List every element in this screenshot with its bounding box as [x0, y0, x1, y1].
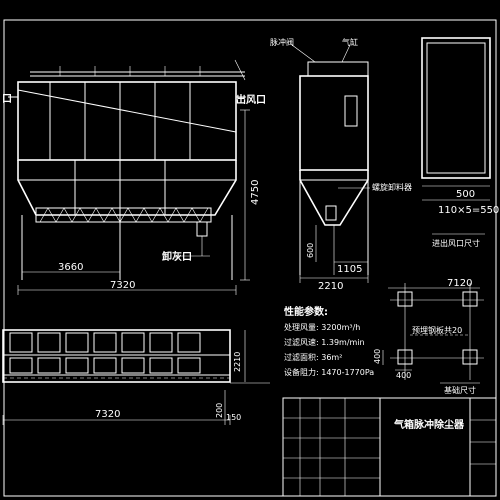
cylinder-label: 气缸: [342, 37, 358, 47]
params-heading: 性能参数:: [283, 305, 328, 318]
dim-2210-side: 2210: [318, 281, 343, 292]
pulse-valve-label: 脉冲阀: [270, 37, 294, 47]
dim-total-7320: 7320: [110, 280, 135, 291]
title-block: [282, 397, 497, 497]
dim-7120: 7120: [447, 278, 472, 289]
dim-150: 150: [226, 413, 241, 422]
drawing-title: 气箱脉冲除尘器: [393, 418, 465, 431]
dim-600: 600: [306, 243, 315, 258]
dim-1105: 1105: [337, 264, 362, 275]
dim-500: 500: [456, 189, 475, 200]
dim-height-4750: 4750: [250, 180, 261, 205]
foundation-caption: 基础尺寸: [444, 385, 476, 395]
embedded-plate-label: 预埋钢板共20: [412, 325, 462, 335]
inlet-outlet-view: [421, 37, 491, 235]
outlet-left-label: 口: [2, 94, 12, 105]
param-resistance: 设备阻力: 1470-1770Pa: [284, 367, 374, 377]
param-airflow: 处理风量: 3200m³/h: [284, 322, 360, 332]
screw-conveyor-label: 螺旋卸料器: [372, 182, 412, 192]
dim-2210-plan: 2210: [233, 352, 242, 372]
dim-7320-plan: 7320: [95, 409, 120, 420]
param-area: 过滤面积: 36m²: [284, 352, 342, 362]
plan-view: [2, 329, 270, 425]
inlet-outlet-caption: 进出风口尺寸: [432, 238, 480, 248]
dim-550-formula: 110×5=550: [438, 205, 499, 216]
front-view: [8, 59, 250, 295]
dim-200: 200: [215, 403, 224, 418]
dim-400-b: 400: [396, 371, 411, 380]
discharge-label: 卸灰口: [162, 250, 192, 263]
drawing-border: [3, 19, 497, 497]
dim-hopper-3660: 3660: [58, 262, 83, 273]
dim-400-a: 400: [373, 349, 382, 364]
foundation-view: [382, 283, 484, 384]
outlet-right-label: 出风口: [236, 93, 266, 106]
side-view: [291, 44, 370, 283]
param-velocity: 过滤风速: 1.39m/min: [284, 337, 365, 347]
